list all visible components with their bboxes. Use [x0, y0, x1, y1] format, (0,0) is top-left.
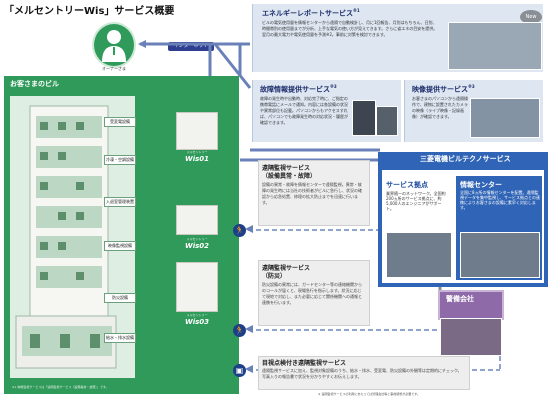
- remote-monitoring-fault-body: 設備の異常・故障を情報センターで遠隔監視。異常・故障の発生時には当社の技術者がビ…: [262, 182, 362, 205]
- video-monitor-image: [470, 98, 540, 138]
- building-note: ※1 映像監視サービスは「遠隔監視サービス（設備異常・故障）」です。: [12, 385, 109, 389]
- owner-label: オーナーさま: [102, 66, 126, 71]
- remote-monitoring-fault-title: 遠隔監視サービス: [262, 165, 311, 172]
- security-company-label: 警備会社: [446, 295, 474, 303]
- info-center-title: 情報センター: [460, 181, 502, 189]
- running-person-icon: 🏃: [233, 324, 246, 337]
- device-brand: メルセントリー: [186, 150, 208, 154]
- remote-monitoring-disaster-body: 防災設備の異常には、ガードセンター等の連絡機関からのコールが届くと、現場急行を指…: [262, 282, 362, 305]
- energy-report-title: エネルギーレポートサービス※1: [262, 8, 360, 18]
- info-center-body: 全国に8ヵ所の情報センターを配置。遠隔監視データを集中監視し、サービス拠点との連…: [460, 190, 540, 210]
- device-wis02-image: [176, 205, 218, 235]
- service-base-body: 業界随一のネットワーク。全国約200ヵ所のサービス拠点に、約5,000人のエンジ…: [386, 191, 446, 211]
- device-model: Wis03: [184, 318, 210, 326]
- equipment-label: 受変電設備: [104, 117, 136, 127]
- device-brand: メルセントリー: [186, 313, 208, 317]
- remote-monitoring-fault-box: [258, 160, 370, 226]
- calendar-check-icon: ▣: [233, 364, 246, 377]
- remote-monitoring-disaster-subtitle: （防災）: [262, 273, 287, 280]
- mitsubishi-service-title: 三菱電機ビルテクノサービス: [420, 155, 511, 163]
- device-model: Wis01: [184, 155, 210, 163]
- remote-monitoring-disaster-title: 遠隔監視サービス: [262, 265, 311, 272]
- visual-inspection-box: [258, 356, 470, 390]
- visual-inspection-title: 目視点検付き遠隔監視サービス: [262, 360, 347, 367]
- energy-report-sample-image: [448, 22, 542, 70]
- remote-monitoring-fault-subtitle: （設備異常・故障）: [262, 173, 317, 180]
- service-base-title: サービス拠点: [386, 181, 428, 189]
- page-title: 「メルセントリーWis」サービス概要: [4, 6, 175, 17]
- running-person-icon: 🏃: [233, 224, 246, 237]
- device-wis03-image: [176, 262, 218, 312]
- video-service-body: お客さまのパソコンから遠隔操作で、建物に設置されたカメラの映像（ライブ映像・記録…: [412, 96, 468, 119]
- building-title: お客さまのビル: [10, 80, 59, 88]
- fault-info-body: 故障の発生時や出動時、対応完了時に、ご指定の携帯電話にメールで通知。内容には各設…: [260, 96, 348, 125]
- device-brand: メルセントリー: [186, 237, 208, 241]
- footnote: ※ 遠隔監視サービスの利用にあたっては管理会社等と事前調整が必要です。: [318, 392, 420, 396]
- laptop-image: [376, 106, 398, 136]
- equipment-label: 冷凍・空調設備: [104, 155, 136, 165]
- equipment-label: 給水・排水設備: [104, 333, 136, 343]
- device-wis01-image: [176, 112, 218, 150]
- device-model: Wis02: [184, 242, 210, 250]
- equipment-label: 入退室管理装置: [104, 197, 136, 207]
- owner-avatar-icon: [92, 22, 136, 68]
- equipment-label: 防災設備: [104, 293, 136, 303]
- video-service-title: 映像提供サービス※3: [412, 84, 475, 94]
- mobile-phone-image: [352, 100, 376, 136]
- visual-inspection-body: 遠隔監視サービスに加え、監視対象設備のうち、給水・排水、受変電、防災設備の外観等…: [262, 368, 462, 379]
- building-illustration: [10, 96, 135, 378]
- equipment-label: 映像監視設備: [104, 241, 136, 251]
- info-center-photo: [460, 232, 540, 278]
- service-base-photo: [386, 232, 452, 278]
- internet-label: インターネット: [168, 42, 214, 51]
- new-badge: New: [520, 10, 542, 24]
- energy-report-body: ビルの電気使用量を情報センターから遠隔で自動検針し、月に1回報告、月別はもちろん…: [262, 20, 438, 37]
- fault-info-title: 故障情報提供サービス※3: [260, 84, 337, 94]
- security-company-photo: [440, 318, 502, 356]
- remote-monitoring-disaster-box: [258, 260, 370, 326]
